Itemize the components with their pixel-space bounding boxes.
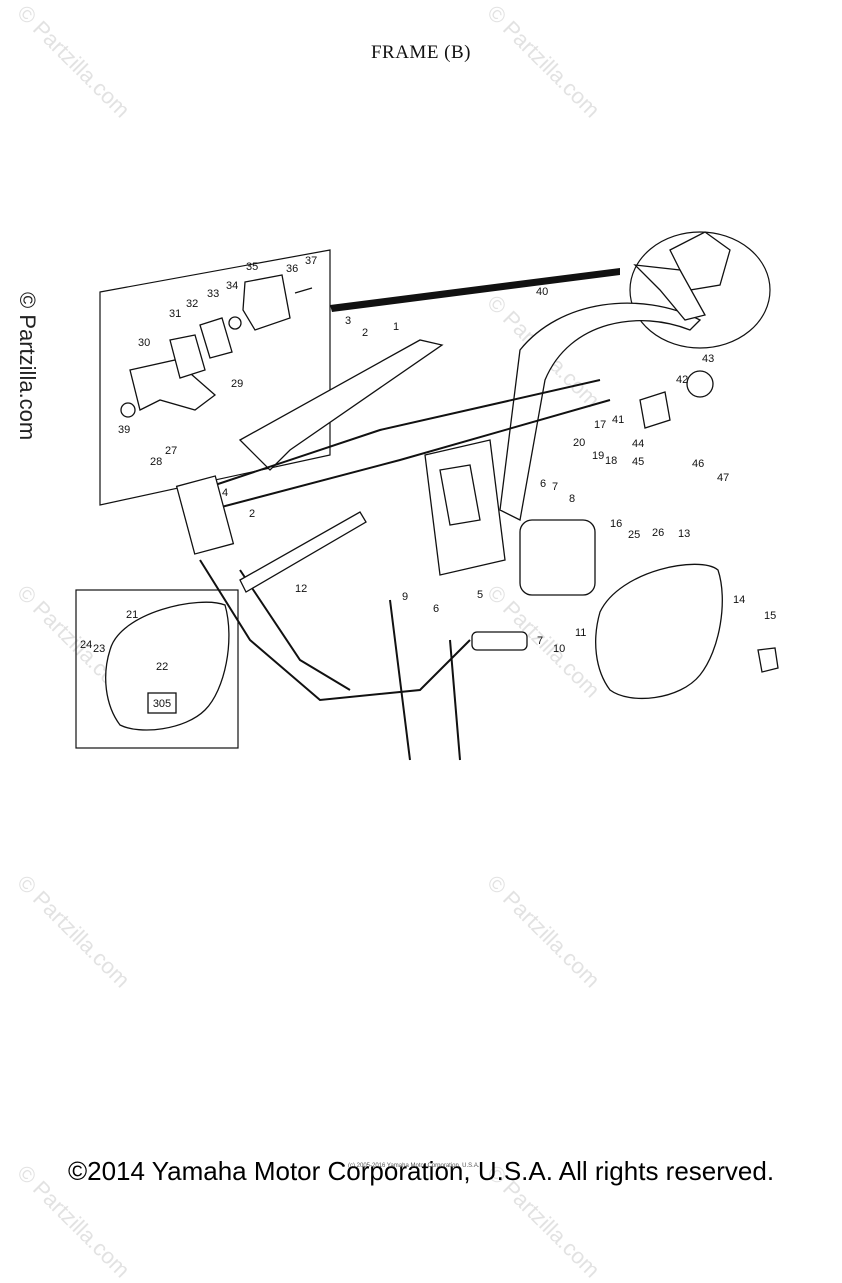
callout-17: 17 xyxy=(594,419,606,431)
callout-2: 2 xyxy=(362,327,368,339)
stay xyxy=(639,391,671,429)
callout-26: 26 xyxy=(652,527,664,539)
callout-9: 9 xyxy=(402,591,408,603)
shaft-12 xyxy=(239,511,367,593)
bracket-detail xyxy=(633,264,706,321)
head-pipe xyxy=(175,475,235,555)
callout-18: 18 xyxy=(605,455,617,467)
exploded-parts-diagram: 305 1 2 3 4 5 6 7 8 9 10 11 12 13 14 15 … xyxy=(75,231,779,761)
callout-7-lower: 7 xyxy=(537,635,543,647)
callout-45: 45 xyxy=(632,456,644,468)
callout-10: 10 xyxy=(553,643,565,655)
bracket-plate xyxy=(169,334,206,379)
callout-31: 31 xyxy=(169,308,181,320)
callout-28: 28 xyxy=(150,456,162,468)
callout-33: 33 xyxy=(207,288,219,300)
rear-fender xyxy=(499,302,702,521)
callout-8: 8 xyxy=(569,493,575,505)
callout-29: 29 xyxy=(231,378,243,390)
callout-39: 39 xyxy=(118,424,130,436)
detail-pointer xyxy=(330,268,620,312)
callout-30: 30 xyxy=(138,337,150,349)
callout-11: 11 xyxy=(575,627,586,639)
knob xyxy=(757,647,779,673)
fine-print: (c) 2005-2016 Yamaha Motor Corporation, … xyxy=(348,1163,480,1169)
callout-12: 12 xyxy=(295,583,307,595)
callout-42: 42 xyxy=(676,374,688,386)
lamp-base xyxy=(199,317,233,359)
frame-top-tube-lower xyxy=(209,399,611,511)
callout-32: 32 xyxy=(186,298,198,310)
emblem-plate xyxy=(147,692,177,714)
tail-lamp-lens xyxy=(242,274,291,331)
battery xyxy=(519,519,596,596)
chain-guard xyxy=(238,339,444,471)
callout-27: 27 xyxy=(165,445,177,457)
callout-7: 7 xyxy=(552,481,558,493)
callout-1: 1 xyxy=(393,321,399,333)
callout-22: 22 xyxy=(156,661,168,673)
callout-16: 16 xyxy=(610,518,622,530)
grommet xyxy=(120,402,136,418)
callout-44: 44 xyxy=(632,438,644,450)
callout-2-lower: 2 xyxy=(249,508,255,520)
callout-5: 5 xyxy=(477,589,483,601)
copyright-footer: ©2014 Yamaha Motor Corporation, U.S.A. A… xyxy=(67,1156,775,1186)
side-cover-inset-box xyxy=(75,589,239,749)
frame-down-tube xyxy=(199,559,471,702)
callout-14: 14 xyxy=(733,594,745,606)
frame-cradle xyxy=(239,569,351,691)
callout-25: 25 xyxy=(628,529,640,541)
reflector xyxy=(686,370,714,398)
kickstand xyxy=(389,599,411,761)
callout-20: 20 xyxy=(573,437,585,449)
callout-34: 34 xyxy=(226,280,238,292)
center-stand xyxy=(449,639,461,761)
frame-top-tube xyxy=(199,379,601,491)
battery-bracket xyxy=(439,464,481,526)
callout-35: 35 xyxy=(246,261,258,273)
magnified-detail-oval xyxy=(629,231,771,349)
side-cover-left xyxy=(105,601,230,731)
callout-13: 13 xyxy=(678,528,690,540)
footrest xyxy=(471,631,528,651)
callout-37: 37 xyxy=(305,255,317,267)
callout-40: 40 xyxy=(536,286,548,298)
callout-3: 3 xyxy=(345,315,351,327)
emblem-text: 305 xyxy=(153,698,171,710)
callout-4: 4 xyxy=(222,487,228,499)
callout-43: 43 xyxy=(702,353,714,365)
license-bracket-inset-box xyxy=(99,249,331,506)
callout-6: 6 xyxy=(540,478,546,490)
callout-47: 47 xyxy=(717,472,729,484)
page-title: FRAME (B) xyxy=(370,42,472,63)
callout-21: 21 xyxy=(126,609,138,621)
callout-23: 23 xyxy=(93,643,105,655)
bulb xyxy=(228,316,242,330)
callout-15: 15 xyxy=(764,610,776,622)
screw xyxy=(294,287,313,294)
callout-41: 41 xyxy=(612,414,624,426)
callout-46: 46 xyxy=(692,458,704,470)
callout-24: 24 xyxy=(80,639,92,651)
side-cover-right xyxy=(595,563,723,700)
callout-19: 19 xyxy=(592,450,604,462)
callout-36: 36 xyxy=(286,263,298,275)
callout-6-lower: 6 xyxy=(433,603,439,615)
